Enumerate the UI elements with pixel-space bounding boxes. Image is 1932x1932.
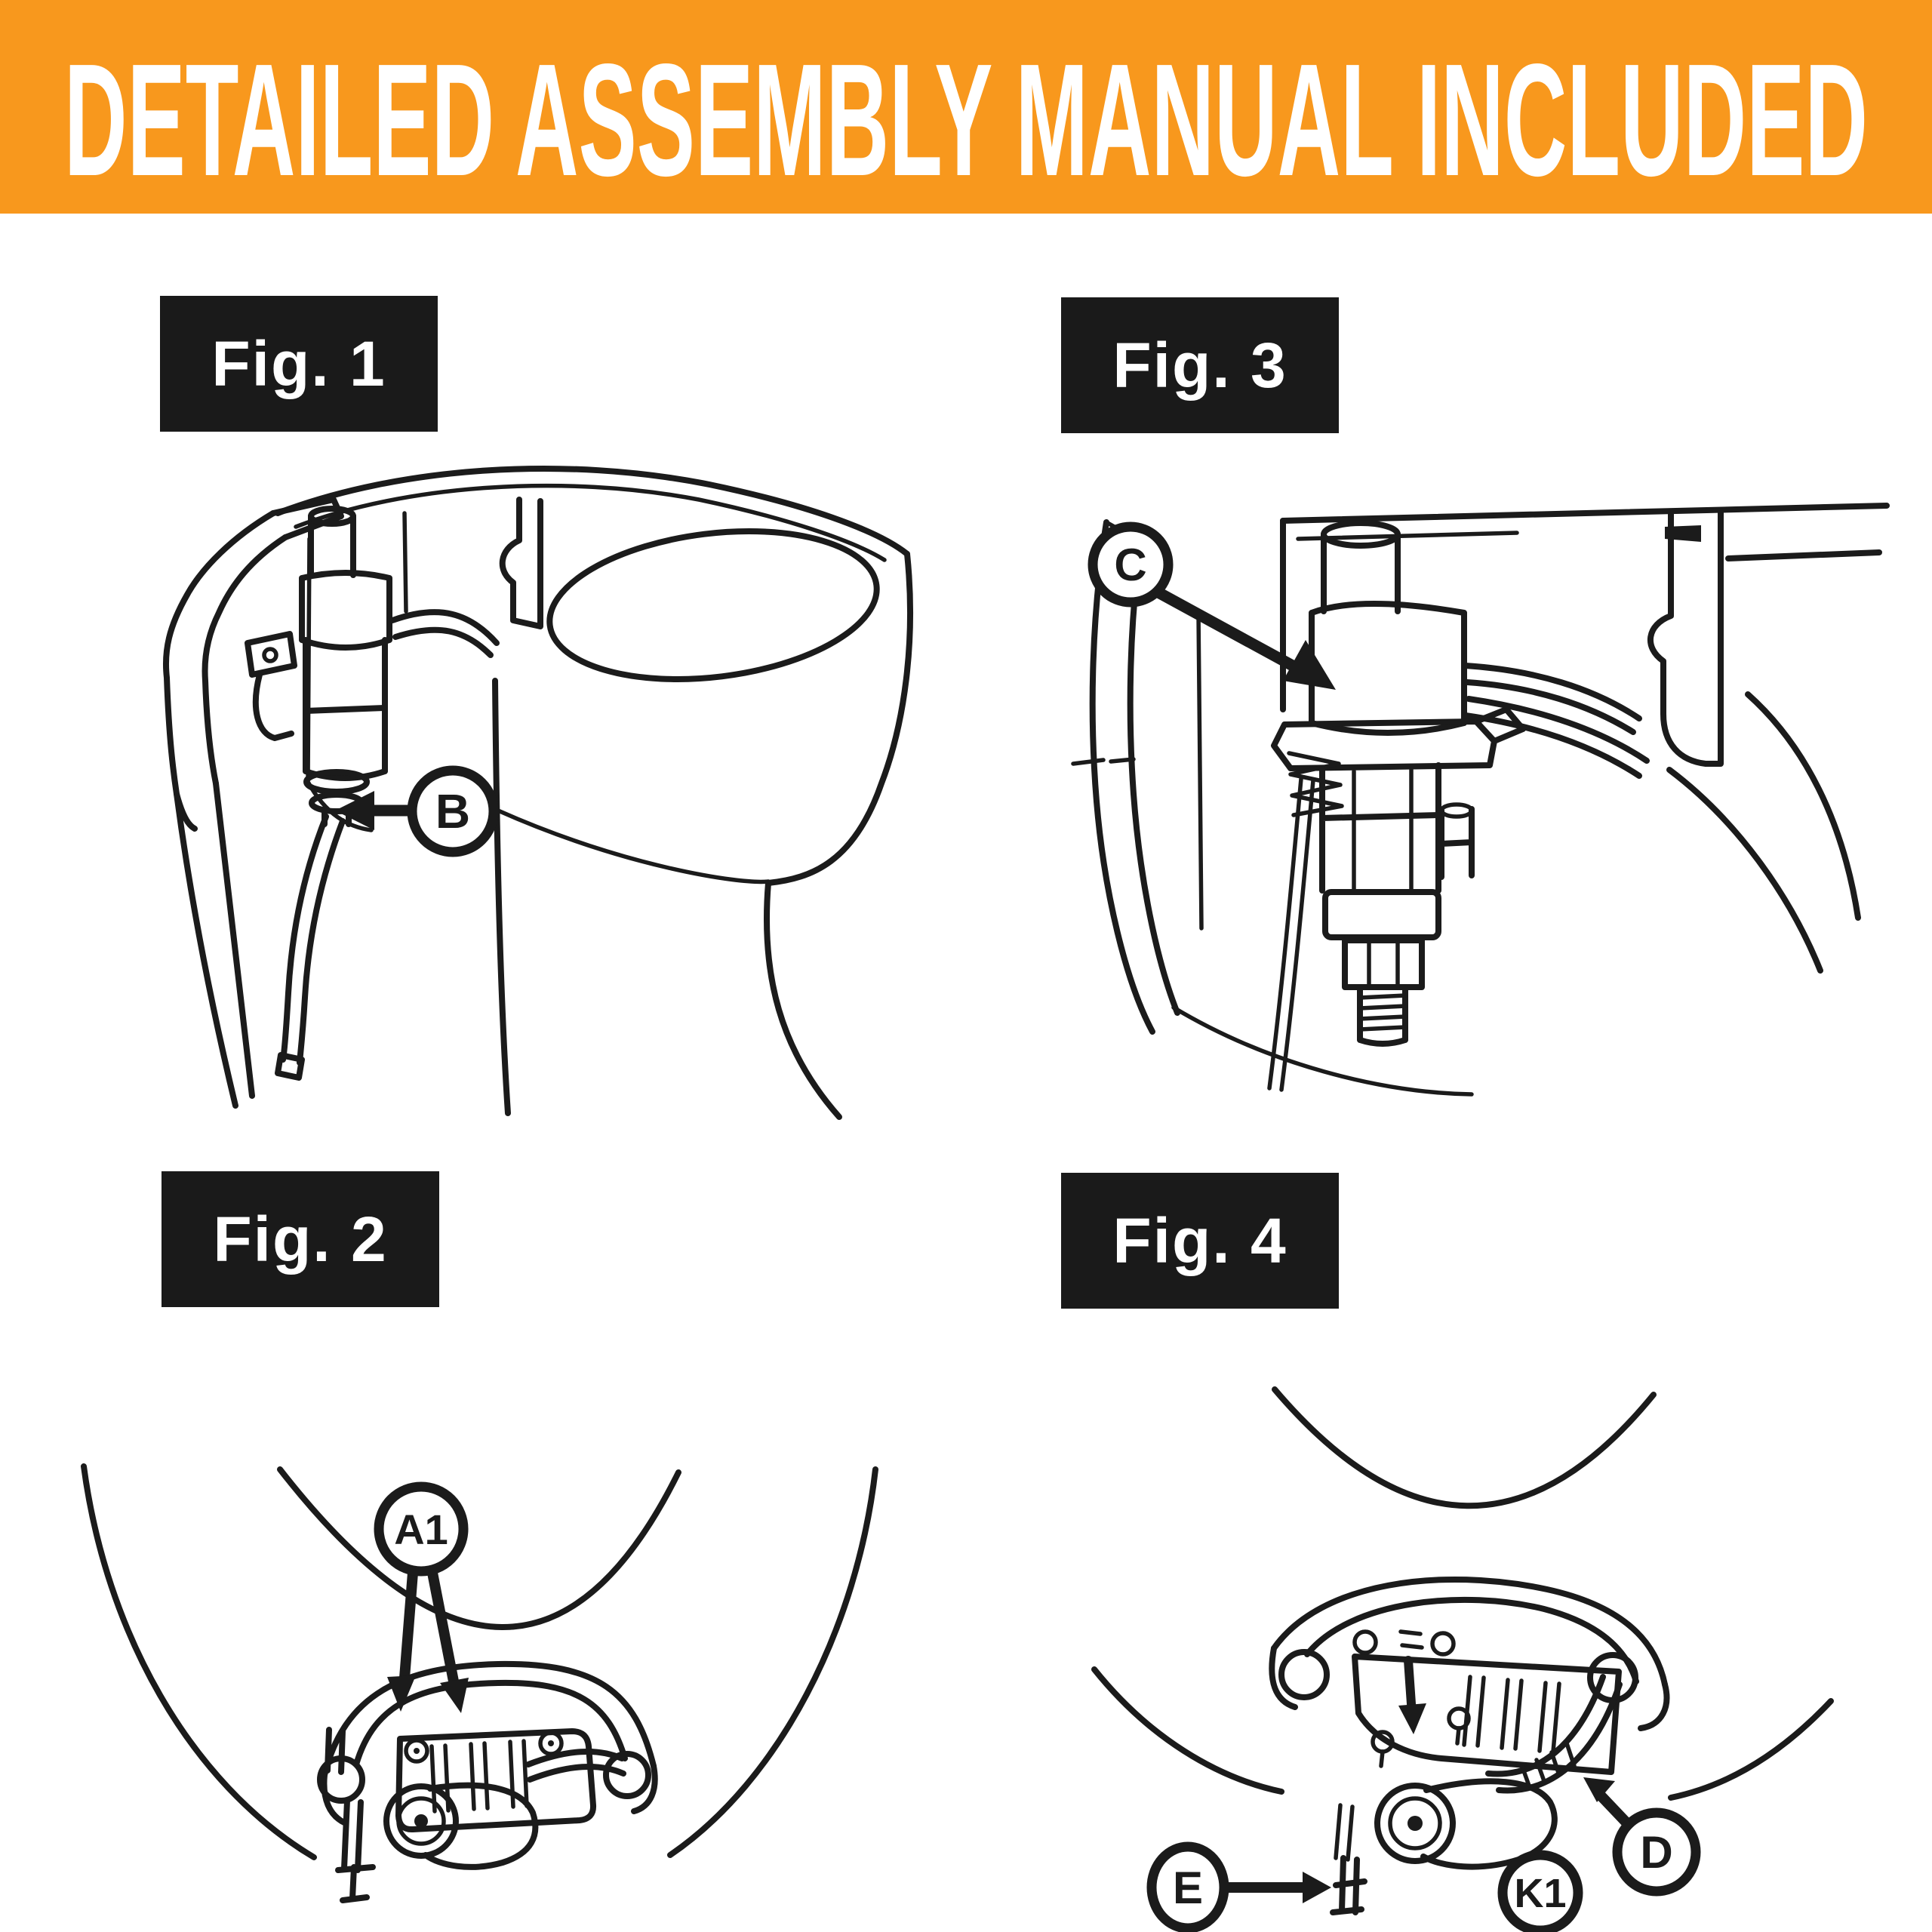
fig1-callout-b-label: B bbox=[435, 784, 470, 838]
fig3-label: Fig. 3 bbox=[1112, 329, 1287, 401]
fig1-callout-b: B bbox=[335, 765, 499, 857]
fig3-callout-c-arrow-line bbox=[1151, 586, 1321, 684]
fig2-callout-a1-arrowhead-left bbox=[387, 1675, 416, 1712]
fig4-callout-e-arrowhead bbox=[1303, 1872, 1331, 1903]
fig4-callout-d-circle bbox=[1612, 1807, 1701, 1897]
fig1-callout-b-circle bbox=[407, 765, 499, 857]
fig4-callout-k1-label: K1 bbox=[1514, 1871, 1566, 1916]
fig1-label: Fig. 1 bbox=[211, 328, 386, 399]
page-title: DETAILED ASSEMBLY MANUAL INCLUDED bbox=[64, 30, 1868, 209]
fig4-callout-d-arrow-line bbox=[1593, 1788, 1632, 1829]
fig4-line-art bbox=[1091, 1386, 1834, 1915]
fig2-line-art bbox=[81, 1463, 878, 1903]
fig3-callout-c-label: C bbox=[1114, 540, 1146, 590]
fig4-callout-e: E bbox=[1146, 1841, 1331, 1932]
fig3-label-box: Fig. 3 bbox=[1061, 297, 1339, 433]
fig4-callout-k1-circle bbox=[1497, 1850, 1583, 1932]
fig4-diagram: E K1 D bbox=[1091, 1386, 1834, 1932]
fig4-callout-d: D bbox=[1583, 1777, 1701, 1897]
fig3-callout-c-arrowhead bbox=[1283, 640, 1336, 690]
fig3-callout-c: C bbox=[1088, 521, 1336, 690]
fig2-callout-a1-arrow-line-right bbox=[427, 1567, 460, 1694]
fig4-callout-e-circle bbox=[1146, 1841, 1229, 1932]
fig4-callout-e-label: E bbox=[1173, 1863, 1203, 1913]
fig3-callout-c-circle bbox=[1088, 521, 1174, 608]
fig2-callout-a1-arrowhead-right bbox=[440, 1678, 469, 1713]
fig4-callout-d-label: D bbox=[1640, 1827, 1672, 1878]
fig4-callout-d-arrowhead bbox=[1583, 1777, 1615, 1802]
fig1-diagram: B bbox=[162, 465, 914, 1120]
fig2-callout-a1: A1 bbox=[374, 1481, 469, 1713]
fig2-callout-a1-arrow-line-left bbox=[398, 1567, 418, 1693]
fig2-callout-a1-label: A1 bbox=[394, 1506, 448, 1553]
header-banner-art: DETAILED ASSEMBLY MANUAL INCLUDED bbox=[64, 30, 1868, 209]
fig2-label: Fig. 2 bbox=[213, 1203, 388, 1275]
fig1-line-art bbox=[162, 465, 914, 1120]
fig1-label-box: Fig. 1 bbox=[160, 296, 438, 432]
fig2-label-box: Fig. 2 bbox=[162, 1171, 439, 1307]
fig3-line-art bbox=[1071, 503, 1890, 1097]
fig4-label-box: Fig. 4 bbox=[1061, 1173, 1339, 1309]
fig3-diagram: C bbox=[1071, 503, 1890, 1097]
fig4-callout-k1: K1 bbox=[1497, 1850, 1583, 1932]
header-banner: DETAILED ASSEMBLY MANUAL INCLUDED bbox=[0, 0, 1932, 214]
fig4-label: Fig. 4 bbox=[1112, 1204, 1287, 1276]
fig1-callout-b-arrowhead bbox=[335, 791, 374, 830]
fig2-callout-a1-circle bbox=[374, 1481, 469, 1577]
fig2-diagram: A1 bbox=[81, 1463, 878, 1903]
